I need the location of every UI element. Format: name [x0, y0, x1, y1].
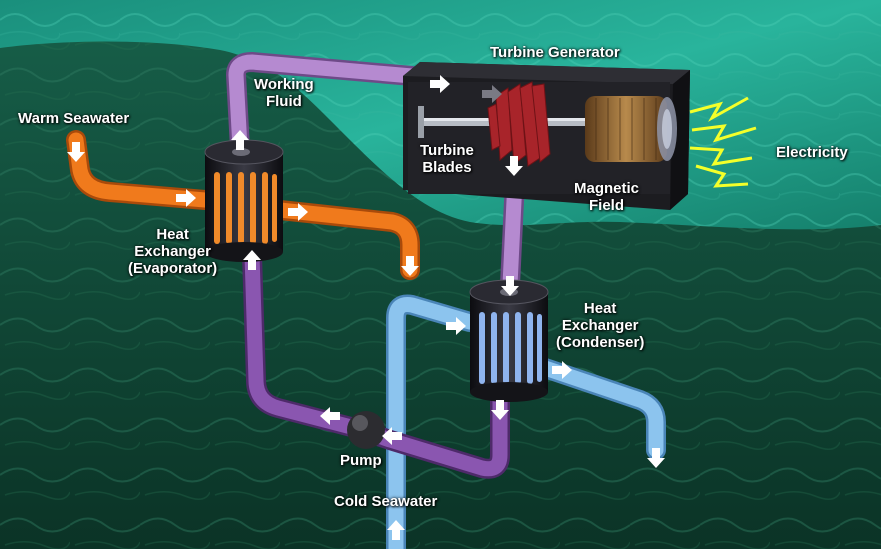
label-pump: Pump	[340, 452, 382, 469]
label-working-fluid-line1: Working	[254, 76, 314, 93]
pump	[347, 411, 385, 449]
label-turbine-generator: Turbine Generator	[490, 44, 620, 61]
label-electricity: Electricity	[776, 144, 848, 161]
label-working-fluid: Working Fluid	[254, 76, 314, 110]
label-turbine-blades: Turbine Blades	[420, 142, 474, 176]
generator-coil	[585, 96, 677, 162]
label-magnetic-field: Magnetic Field	[574, 180, 639, 214]
label-cold-seawater: Cold Seawater	[334, 493, 437, 510]
label-condenser: Heat Exchanger (Condenser)	[556, 300, 644, 351]
label-magnetic-field-line1: Magnetic	[574, 180, 639, 197]
label-condenser-line1: Heat	[556, 300, 644, 317]
condenser-heat-exchanger	[470, 280, 548, 402]
label-condenser-line3: (Condenser)	[556, 334, 644, 351]
label-working-fluid-line2: Fluid	[254, 93, 314, 110]
label-evaporator-line2: Exchanger	[128, 243, 217, 260]
label-condenser-line2: Exchanger	[556, 317, 644, 334]
label-magnetic-field-line2: Field	[574, 197, 639, 214]
label-evaporator: Heat Exchanger (Evaporator)	[128, 226, 217, 277]
label-evaporator-line1: Heat	[128, 226, 217, 243]
label-turbine-blades-line1: Turbine	[420, 142, 474, 159]
label-turbine-blades-line2: Blades	[420, 159, 474, 176]
label-warm-seawater: Warm Seawater	[18, 110, 129, 127]
label-evaporator-line3: (Evaporator)	[128, 260, 217, 277]
